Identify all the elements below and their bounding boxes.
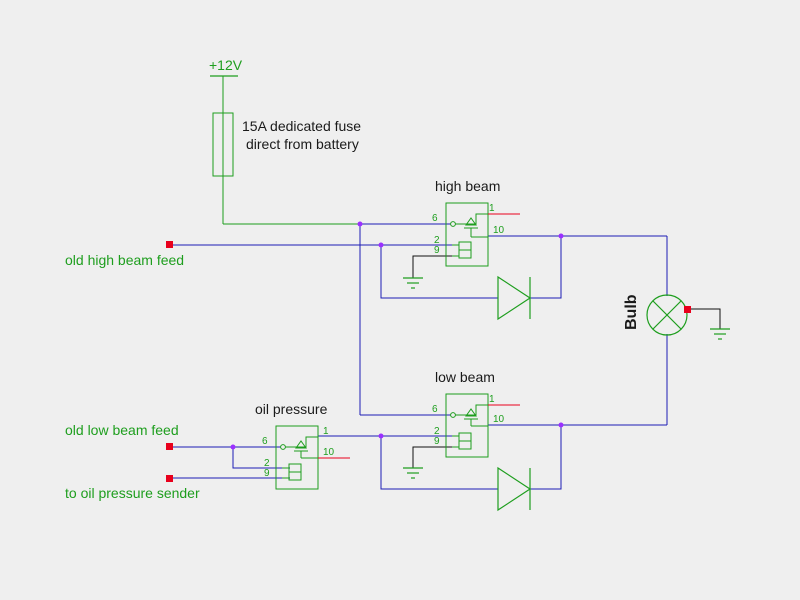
fuse-label-line2: direct from battery (246, 136, 359, 152)
pin-label: 2 (434, 426, 440, 437)
black-wires (412, 255, 721, 468)
pin-label: 1 (489, 394, 495, 405)
pin-label: 1 (323, 426, 329, 437)
oil-sender-label: to oil pressure sender (65, 485, 200, 501)
low-beam-label: low beam (435, 369, 495, 385)
terminal-bulb-ground (684, 306, 691, 313)
lamp-icon (646, 294, 688, 336)
diode-icon (497, 275, 532, 321)
pin-label: 6 (262, 436, 268, 447)
pin-label: 9 (434, 245, 440, 256)
terminal-old-high-beam (166, 241, 173, 248)
pin-label: 2 (434, 235, 440, 246)
relay-icon (445, 202, 520, 267)
ground-icon (710, 328, 730, 340)
diode-icon (497, 466, 532, 512)
relay-icon (445, 393, 520, 458)
bulb-label: Bulb (623, 294, 640, 330)
blue-wires (170, 223, 668, 490)
pin-label: 10 (493, 414, 505, 425)
supply-symbol (210, 75, 238, 113)
terminals (166, 241, 691, 482)
terminal-old-low-beam (166, 443, 173, 450)
pin-label: 9 (264, 468, 270, 479)
oil-pressure-label: oil pressure (255, 401, 328, 417)
ground-icon (403, 467, 423, 479)
pin-label: 6 (432, 213, 438, 224)
junction-dots (230, 221, 564, 450)
pin-label: 9 (434, 436, 440, 447)
old-high-beam-feed-label: old high beam feed (65, 252, 184, 268)
high-beam-label: high beam (435, 178, 500, 194)
ground-icon (403, 277, 423, 289)
pin-label: 2 (264, 458, 270, 469)
old-low-beam-feed-label: old low beam feed (65, 422, 179, 438)
fuse-label-line1: 15A dedicated fuse (242, 118, 361, 134)
relay-icon (275, 425, 350, 490)
supply-label: +12V (209, 57, 243, 73)
terminal-oil-sender (166, 475, 173, 482)
pin-label: 10 (493, 225, 505, 236)
pin-label: 6 (432, 404, 438, 415)
pin-label: 10 (323, 447, 335, 458)
pin-label: 1 (489, 203, 495, 214)
